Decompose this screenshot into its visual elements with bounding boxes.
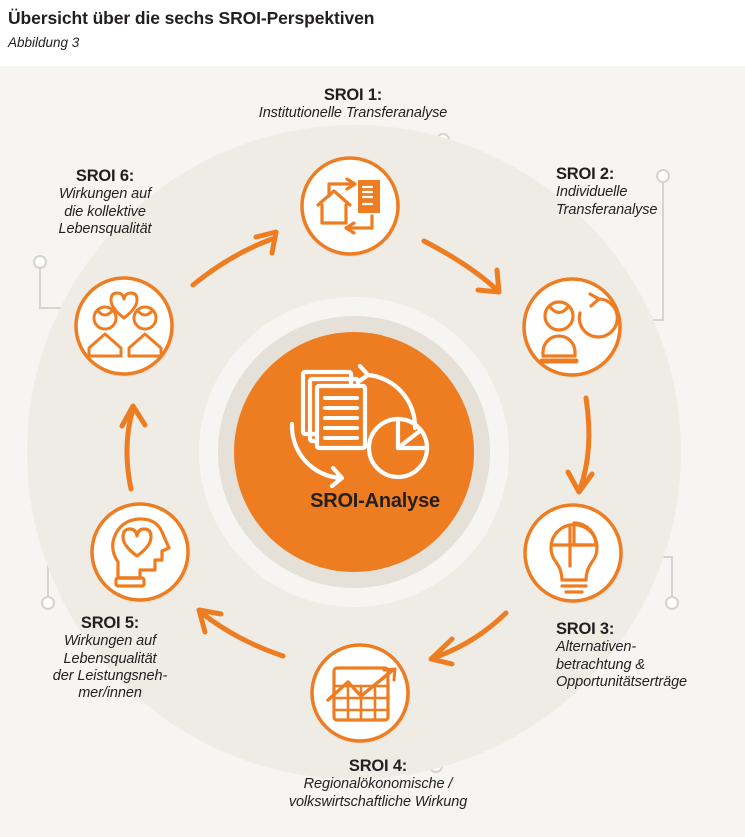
node-sroi3[interactable] [523,503,624,604]
flow-arrowhead-3-4 [428,636,455,667]
flow-arrow-1-2 [421,238,499,292]
label-sroi1: SROI 1: Institutionelle Transferanalyse [205,86,501,123]
node-sroi5[interactable] [90,502,191,603]
flow-arrowhead-1-2 [475,267,502,295]
label-sroi4-title: SROI 4: [348,757,408,775]
flow-arrow-3-4 [433,610,509,660]
center-caption: SROI-Analyse [310,490,440,512]
label-sroi2-desc: Individuelle Transferanalyse [556,184,658,218]
flow-arrowhead-4-5 [196,607,224,635]
label-sroi3-desc: Alternativen- betrachtung & Opportunität… [556,639,687,690]
label-sroi5: SROI 5: Wirkungen auf Lebensqualität der… [22,614,198,702]
house-institution-transfer-icon [316,177,380,235]
label-sroi1-title: SROI 1: [323,86,383,104]
node-circles [74,156,624,744]
label-sroi1-desc: Institutionelle Transferanalyse [258,105,448,122]
flow-arrowhead-2-3 [565,469,595,495]
head-heart-icon [111,517,171,588]
center-circle [234,332,474,572]
flow-arrow-6-1 [190,236,275,288]
node-sroi2[interactable] [522,277,623,378]
label-sroi5-title: SROI 5: [80,614,140,632]
connector-dot-sroi6 [33,255,47,269]
label-sroi4: SROI 4: Regionalökonomische / volkswirts… [238,757,518,811]
center-circle-halo [218,316,490,588]
flow-arrowhead-5-6 [119,403,148,429]
label-sroi5-desc: Wirkungen auf Lebensqualität der Leistun… [52,633,168,701]
flow-arrow-5-6 [124,406,136,492]
node-sroi1[interactable] [300,156,400,257]
figure-caption: Abbildung 3 [8,35,80,50]
two-people-heart-icon [87,291,163,358]
node-sroi6[interactable] [74,276,175,377]
label-sroi3: SROI 3: Alternativen- betrachtung & Oppo… [556,620,744,691]
label-sroi6-desc: Wirkungen auf die kollektive Lebensquali… [58,186,152,237]
bar-chart-trend-icon [326,666,397,722]
node-sroi4[interactable] [310,643,411,744]
flow-arrowhead-6-1 [253,229,279,256]
label-sroi2: SROI 2: Individuelle Transferanalyse [556,165,742,219]
flow-arrow-4-5 [200,611,286,659]
flow-arrow-2-3 [577,395,592,492]
label-sroi6-title: SROI 6: [75,167,135,185]
flow-arrows [119,229,595,667]
lightbulb-pie-icon [549,521,599,594]
label-sroi3-title: SROI 3: [556,620,615,638]
label-sroi6: SROI 6: Wirkungen auf die kollektive Leb… [22,167,188,238]
connector-dot-sroi3 [665,596,679,610]
page-header: Übersicht über die sechs SROI-Perspektiv… [8,8,608,50]
connector-dot-sroi2 [656,169,670,183]
page-title: Übersicht über die sechs SROI-Perspektiv… [8,8,375,28]
person-cycle-icon [539,292,619,364]
documents-pie-chart-cycle-icon [289,363,430,489]
label-sroi2-title: SROI 2: [556,165,615,183]
connector-dot-sroi5 [41,596,55,610]
label-sroi4-desc: Regionalökonomische / volkswirtschaftlic… [288,776,468,810]
